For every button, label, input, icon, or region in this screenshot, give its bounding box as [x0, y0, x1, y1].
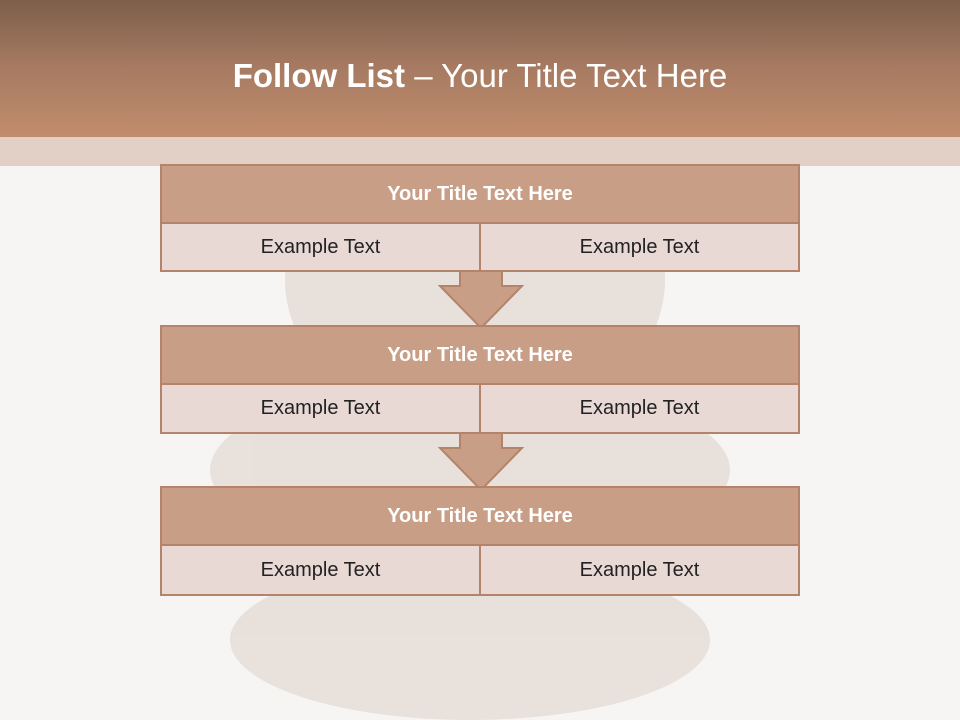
- step-cell-left: Example Text: [162, 224, 479, 270]
- slide-title: Follow List – Your Title Text Here: [0, 54, 960, 98]
- step-row: Example Text Example Text: [162, 224, 798, 270]
- step-cell-right: Example Text: [479, 546, 798, 594]
- step-title: Your Title Text Here: [162, 166, 798, 224]
- down-arrow-icon: [438, 269, 524, 330]
- slide-title-bold: Follow List: [232, 57, 406, 94]
- step-title: Your Title Text Here: [162, 327, 798, 385]
- step-block-2: Your Title Text Here Example Text Exampl…: [160, 325, 800, 434]
- step-block-1: Your Title Text Here Example Text Exampl…: [160, 164, 800, 272]
- step-row: Example Text Example Text: [162, 385, 798, 432]
- step-cell-left: Example Text: [162, 385, 479, 432]
- step-cell-right: Example Text: [479, 385, 798, 432]
- step-cell-right: Example Text: [479, 224, 798, 270]
- slide-title-rest: – Your Title Text Here: [414, 57, 728, 94]
- step-block-3: Your Title Text Here Example Text Exampl…: [160, 486, 800, 596]
- step-title: Your Title Text Here: [162, 488, 798, 546]
- header-strip: [0, 137, 960, 166]
- step-row: Example Text Example Text: [162, 546, 798, 594]
- header-band: [0, 0, 960, 137]
- down-arrow-icon: [438, 431, 524, 492]
- step-cell-left: Example Text: [162, 546, 479, 594]
